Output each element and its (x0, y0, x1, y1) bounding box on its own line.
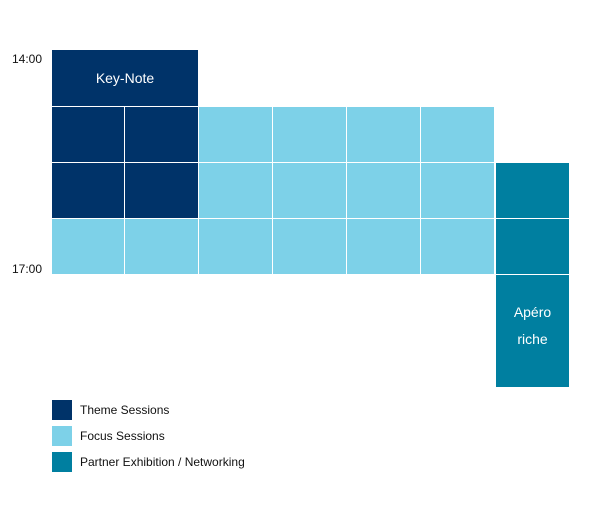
focus-session-cell (199, 163, 272, 218)
legend-swatch-theme (52, 400, 72, 420)
focus-session-cell (199, 219, 272, 274)
apero-label: Apéro riche (496, 296, 569, 356)
apero-text-line1: Apéro (513, 304, 552, 320)
legend-label-theme: Theme Sessions (80, 403, 170, 417)
keynote-block (52, 50, 198, 106)
keynote-text: Key-Note (95, 69, 155, 86)
apero-text-line2: riche (517, 331, 548, 347)
keynote-label: Key-Note (52, 50, 198, 106)
time-label-start: 14:00 (12, 52, 43, 66)
legend-label-focus: Focus Sessions (80, 429, 165, 443)
focus-session-cell (347, 107, 420, 162)
focus-session-cell (421, 107, 494, 162)
focus-session-cell (52, 219, 124, 274)
focus-session-cell (347, 219, 420, 274)
focus-session-cell (199, 107, 272, 162)
theme-session-cell (125, 163, 198, 218)
focus-session-cell (273, 107, 346, 162)
legend-swatch-partner (52, 452, 72, 472)
legend-label-partner: Partner Exhibition / Networking (80, 455, 245, 469)
theme-session-cell (52, 163, 124, 218)
legend-swatch-focus (52, 426, 72, 446)
apero-block (496, 275, 569, 387)
focus-session-cell (273, 219, 346, 274)
partner-exhibition-cell (496, 163, 569, 218)
focus-session-cell (347, 163, 420, 218)
theme-session-cell (52, 107, 124, 162)
time-label-end: 17:00 (12, 262, 43, 276)
focus-session-cell (125, 219, 198, 274)
theme-session-cell (125, 107, 198, 162)
focus-session-cell (421, 163, 494, 218)
focus-session-cell (273, 163, 346, 218)
focus-session-cell (421, 219, 494, 274)
partner-exhibition-cell (496, 219, 569, 274)
